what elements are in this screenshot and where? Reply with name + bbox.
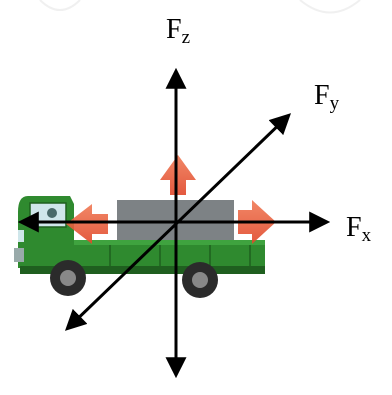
- label-fz: Fz: [166, 14, 190, 48]
- truck-icon: [14, 196, 265, 298]
- watermark-decoration: [39, 0, 361, 14]
- y-axis: [64, 113, 292, 331]
- axes: [17, 67, 331, 379]
- label-fy: Fy: [314, 80, 340, 114]
- label-fx: Fx: [346, 212, 372, 246]
- force-arrow-up-icon: [160, 155, 196, 195]
